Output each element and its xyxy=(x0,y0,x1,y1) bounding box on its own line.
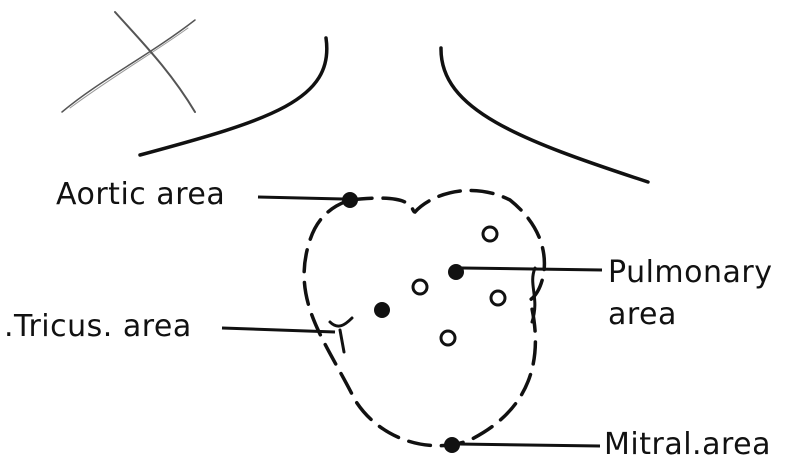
heart-outline xyxy=(304,190,544,445)
tricus-edge-mark xyxy=(330,318,352,352)
tricus-area-label: .Tricus. area xyxy=(4,310,192,344)
aortic-area-label: Aortic area xyxy=(56,178,225,212)
open-point xyxy=(483,227,497,241)
scribble-mark xyxy=(62,12,195,112)
mitral-point xyxy=(444,437,460,453)
open-point xyxy=(491,291,505,305)
aortic-point xyxy=(342,192,358,208)
pulmonary-area-label-line2: area xyxy=(608,298,677,332)
pulmonary-point xyxy=(448,264,464,280)
right-neck-curve xyxy=(441,48,648,182)
left-neck-curve xyxy=(140,38,327,155)
tricus-point xyxy=(374,302,390,318)
aortic-leader-line xyxy=(258,197,343,199)
pulmonary-area-label: Pulmonary xyxy=(608,256,772,290)
open-point xyxy=(441,331,455,345)
mitral-area-label: Mitral.area xyxy=(604,428,771,462)
mitral-leader-line xyxy=(458,444,600,446)
pulmonary-leader-line xyxy=(462,268,602,270)
open-point xyxy=(413,280,427,294)
